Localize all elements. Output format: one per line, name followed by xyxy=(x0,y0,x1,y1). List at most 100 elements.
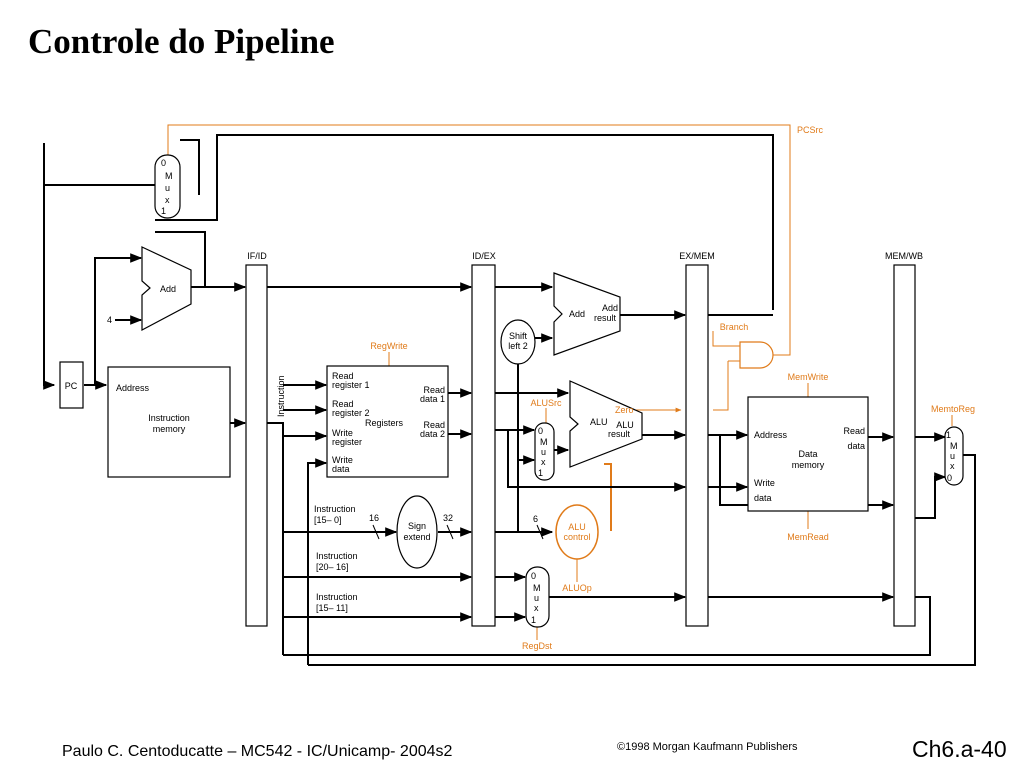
branch-label: Branch xyxy=(720,322,749,332)
diagram-label: [15– 11] xyxy=(316,603,348,613)
diagram-label: left 2 xyxy=(508,341,528,351)
diagram-label: x xyxy=(165,195,170,205)
pc-adder-label: Add xyxy=(160,284,176,294)
diagram-label: M xyxy=(950,441,958,451)
diagram-label: register 1 xyxy=(332,380,370,390)
id-ex-label: ID/EX xyxy=(472,251,496,261)
id-ex-register xyxy=(471,264,496,627)
diagram-label: Address xyxy=(754,430,788,440)
diagram-label: Add xyxy=(602,303,618,313)
diagram-wire xyxy=(43,143,56,390)
diagram-label: Instruction xyxy=(148,413,190,423)
memwb-to-mux0 xyxy=(915,472,947,519)
diagram-label: result xyxy=(594,313,617,323)
diagram-label: 1 xyxy=(161,206,166,216)
alusrc-label: ALUSrc xyxy=(530,398,562,408)
diagram-label: control xyxy=(563,532,590,542)
diagram-wire xyxy=(713,361,729,411)
branch-and-gate xyxy=(739,341,774,369)
if-id-label: IF/ID xyxy=(247,251,267,261)
diagram-wire xyxy=(446,524,454,540)
diagram-label: Add xyxy=(569,309,585,319)
diagram-label: 6 xyxy=(533,514,538,524)
sign-extend xyxy=(396,495,438,569)
diagram-wire xyxy=(372,524,380,540)
alu xyxy=(569,380,643,468)
diagram-label: Instruction xyxy=(314,504,356,514)
ex-mem-label: EX/MEM xyxy=(679,251,715,261)
mem-wb-label: MEM/WB xyxy=(885,251,923,261)
data-memory xyxy=(747,396,869,512)
diagram-label: data xyxy=(754,493,772,503)
diagram-label: extend xyxy=(403,532,430,542)
diagram-label: Address xyxy=(116,383,150,393)
diagram-label: x xyxy=(541,457,546,467)
diagram-label: Write xyxy=(754,478,775,488)
shift-left-2 xyxy=(500,319,536,365)
diagram-label: x xyxy=(534,603,539,613)
diagram-label: 0 xyxy=(161,158,166,168)
pc-register xyxy=(59,361,84,409)
regdst-label: RegDst xyxy=(522,641,553,651)
diagram-label: Read xyxy=(843,426,865,436)
datapath-wires xyxy=(43,134,976,666)
instruction-vertical-label: Instruction xyxy=(276,375,286,417)
wb-mux-out xyxy=(308,454,976,666)
instruction-memory xyxy=(107,366,231,478)
diagram-label: Sign xyxy=(408,521,426,531)
aluctrl-to-alu xyxy=(604,463,612,531)
idex-imm xyxy=(495,455,536,533)
mem-wb-register xyxy=(893,264,916,627)
diagram-label: 0 xyxy=(538,426,543,436)
memwb-rd-out xyxy=(283,596,931,656)
diagram-label: Shift xyxy=(509,331,528,341)
diagram-label: 1 xyxy=(531,615,536,625)
slide-number: Ch6.a-40 xyxy=(912,736,1007,762)
diagram-label: 32 xyxy=(443,513,453,523)
diagram-label: M xyxy=(540,437,548,447)
diagram-label: data xyxy=(847,441,865,451)
pc-mux-out xyxy=(43,143,155,186)
diagram-label: register xyxy=(332,437,362,447)
diagram-label: Data xyxy=(798,449,817,459)
diagram-label: data 2 xyxy=(420,429,445,439)
diagram-label: memory xyxy=(792,460,825,470)
register-file xyxy=(326,365,449,478)
diagram-label: u xyxy=(165,183,170,193)
control-lines xyxy=(167,124,953,640)
footer-copyright: ©1998 Morgan Kaufmann Publishers xyxy=(617,741,798,753)
diagram-label: Write xyxy=(332,428,353,438)
footer-author: Paulo C. Centoducatte – MC542 - IC/Unica… xyxy=(62,743,453,760)
regwrite-label: RegWrite xyxy=(370,341,407,351)
if-id-register xyxy=(245,264,268,627)
diagram-label: Write xyxy=(332,455,353,465)
diagram-label: u xyxy=(534,593,539,603)
diagram-label: u xyxy=(541,447,546,457)
diagram-label: [20– 16] xyxy=(316,562,349,572)
diagram-label: Instruction xyxy=(316,551,358,561)
diagram-label: data xyxy=(332,464,350,474)
diagram-label: register 2 xyxy=(332,408,370,418)
alusrc-mux xyxy=(534,422,555,481)
diagram-label: u xyxy=(950,451,955,461)
instr-bus xyxy=(267,422,284,655)
diagram-label: data 1 xyxy=(420,394,445,404)
pcplus4-loop xyxy=(180,139,200,195)
pcsrc-label: PCSrc xyxy=(797,125,824,135)
slide-title: Controle do Pipeline xyxy=(28,22,335,61)
diagram-label: memory xyxy=(153,424,186,434)
pc-to-adder xyxy=(94,253,143,385)
diagram-wire xyxy=(536,524,544,540)
diagram-label: Read xyxy=(332,371,354,381)
pc-label: PC xyxy=(65,381,78,391)
diagram-label: 0 xyxy=(531,571,536,581)
diagram-label: result xyxy=(608,429,631,439)
diagram-label: Instruction xyxy=(316,592,358,602)
pcsrc-line xyxy=(167,124,791,356)
alu-control xyxy=(555,504,599,560)
four-label: 4 xyxy=(107,315,112,325)
memtoreg-label: MemtoReg xyxy=(931,404,975,414)
diagram-label: 1 xyxy=(946,430,951,440)
pc-adder xyxy=(141,246,192,331)
